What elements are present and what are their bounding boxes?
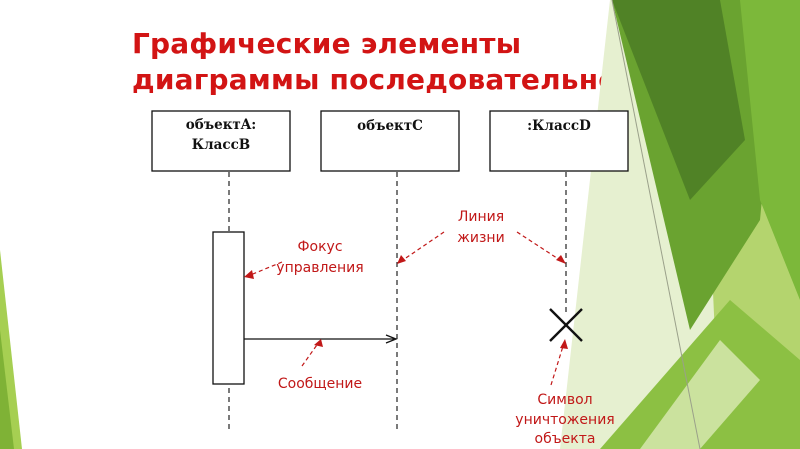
activation-bar: [212, 231, 245, 385]
label-lifeline-line-1: Линия: [458, 209, 504, 225]
object-a-name: объектA:: [186, 117, 257, 133]
slide-title-line-2: диаграммы последовательности: [132, 63, 671, 96]
label-destroy-line-2: уничтожения: [515, 412, 614, 428]
label-message: Сообщение: [278, 376, 362, 392]
arrow-destroy: [550, 342, 565, 386]
label-focus-line-1: Фокус: [297, 239, 342, 255]
arrow-focus: [247, 261, 283, 277]
slide-title: Графические элементы диаграммы последова…: [132, 26, 671, 98]
decor-line: [611, 0, 701, 449]
arrow-lifeline-c: [399, 231, 445, 263]
object-c-name: объектC: [357, 118, 423, 134]
slide-title-line-1: Графические элементы: [132, 27, 522, 60]
label-lifeline-line-2: жизни: [457, 230, 504, 246]
object-box-a: объектA: КлассB: [151, 110, 291, 172]
arrow-lifeline-d: [516, 231, 564, 263]
destruction-x-icon: [549, 308, 583, 342]
message-arrow: [244, 334, 398, 344]
annotation-arrowheads: [244, 255, 568, 349]
decor-shape-bottom-pale: [640, 340, 760, 449]
arrow-message: [301, 341, 320, 367]
label-focus-line-2: управления: [276, 260, 363, 276]
object-box-d: :КлассD: [489, 110, 629, 172]
object-box-c: объектC: [320, 110, 460, 172]
decor-shape-dark: [612, 0, 745, 200]
annotation-arrows: [247, 231, 565, 386]
decor-shape-left-dark: [0, 330, 14, 449]
label-destroy-line-3: объекта: [535, 431, 596, 447]
object-d-name: :КлассD: [527, 118, 591, 134]
decor-shape-bright: [740, 0, 800, 300]
object-a-class: КлассB: [192, 137, 250, 153]
label-destroy-line-1: Символ: [537, 392, 592, 408]
